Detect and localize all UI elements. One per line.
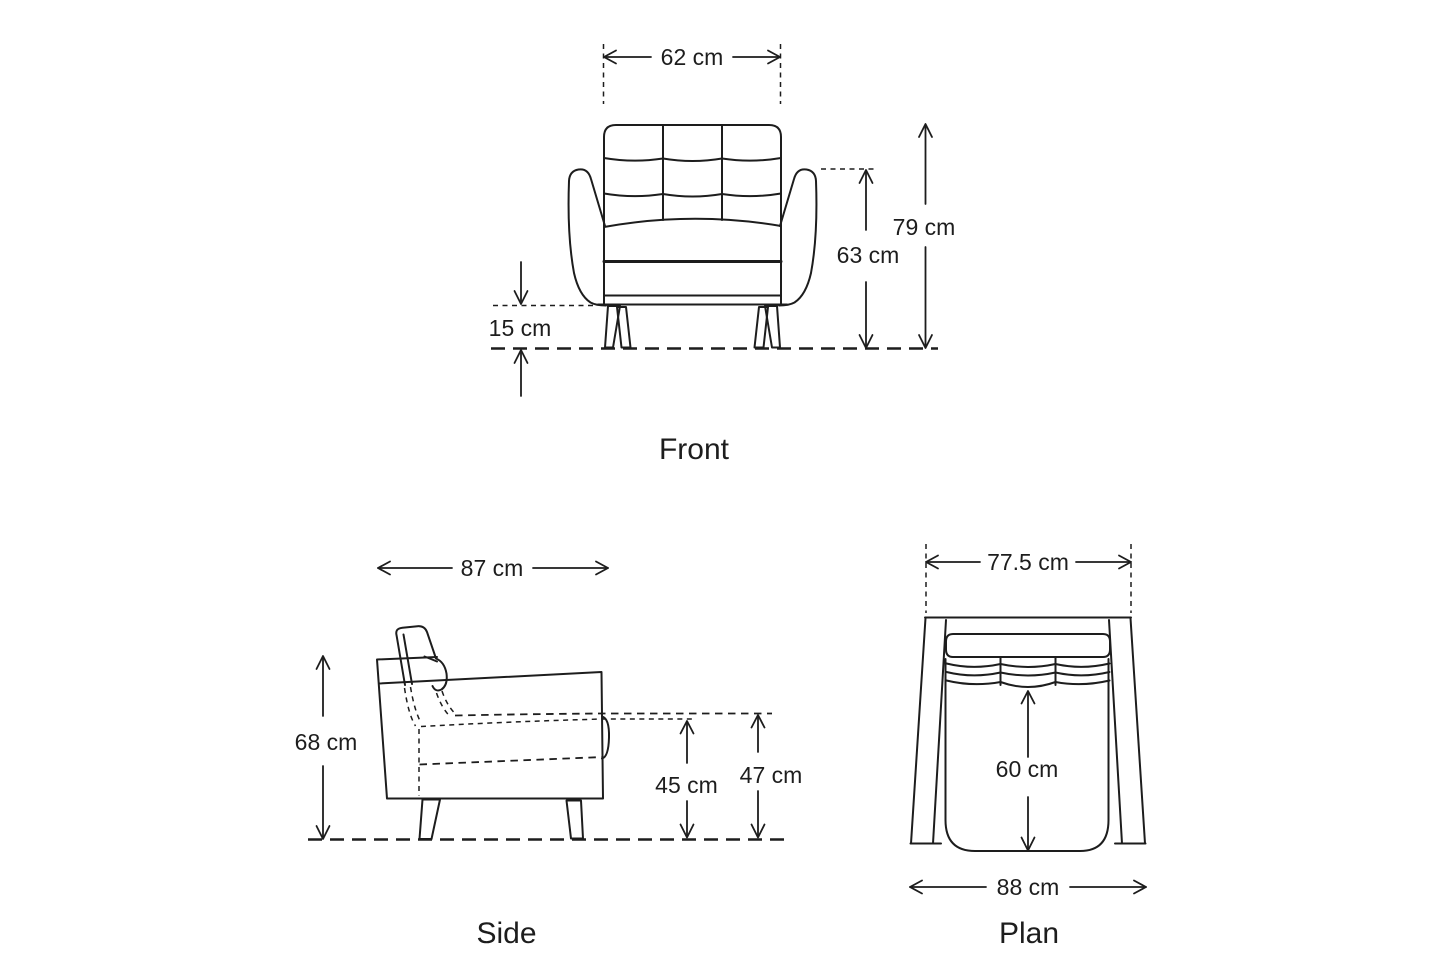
side-chair-drawing [376, 625, 772, 840]
dim-label-front-arm-height: 63 cm [837, 242, 900, 268]
dim-label-plan-front-width: 88 cm [997, 874, 1060, 900]
side-front-leg [418, 798, 441, 840]
arrowhead-down-icon [679, 823, 695, 839]
right-arm-outer-edge [1129, 617, 1146, 845]
dim-label-front-overall-height: 79 cm [893, 214, 956, 240]
front-chair-drawing [567, 124, 818, 349]
plan-chair-drawing [909, 616, 1147, 852]
dim-label-side-seat-front-height: 47 cm [740, 762, 803, 788]
plan-front-width-dimension: 88 cm [909, 874, 1147, 900]
backrest-outline [603, 124, 782, 305]
left-arm-outline [567, 168, 607, 307]
side-seat-front-height-dimension: 47 cm [740, 714, 803, 839]
arrowhead-up-icon [513, 349, 529, 364]
hidden-cushion-edge-3 [435, 692, 451, 717]
tuft-line-horizontal-lower [603, 192, 782, 198]
hidden-seat-top-line [454, 712, 772, 717]
seat-cushion-top-curve [603, 217, 782, 228]
dim-label-side-depth: 87 cm [461, 555, 524, 581]
side-view: 87 cm 68 cm [295, 555, 803, 950]
plan-view-label: Plan [999, 917, 1059, 950]
dim-label-side-seat-height: 45 cm [655, 772, 718, 798]
left-arm-outer-edge [910, 617, 927, 845]
plan-seat-depth-dimension: 60 cm [996, 690, 1059, 852]
left-arm-inner-edge [932, 619, 947, 845]
cushion-wave-line-1 [945, 662, 1111, 668]
hidden-cushion-edge-4 [441, 690, 455, 714]
arrowhead-up-icon [750, 714, 766, 729]
front-width-dimension: 62 cm [602, 44, 782, 104]
hidden-cushion-edge-2 [409, 686, 422, 724]
arrowhead-up-icon [1020, 690, 1036, 705]
hidden-cushion-edge-1 [403, 687, 417, 727]
cushion-wave-line-3 [945, 679, 1111, 688]
arrowhead-left-icon [909, 879, 923, 895]
arrowhead-down-icon [315, 825, 331, 840]
front-arm-height-dimension: 63 cm [837, 169, 900, 349]
front-view: 62 cm 79 cm [489, 44, 956, 466]
dim-label-front-width: 62 cm [661, 44, 724, 70]
arrowhead-down-icon [750, 823, 766, 839]
side-depth-dimension: 87 cm [377, 555, 609, 581]
side-view-label: Side [476, 917, 536, 950]
headrest-cushion-outline [395, 625, 448, 692]
plan-view: 77.5 cm 60 cm [909, 544, 1147, 950]
arrowhead-down-icon [1020, 836, 1036, 852]
arrowhead-left-icon [377, 560, 391, 576]
hidden-seat-cushion-line [420, 718, 694, 728]
hidden-seat-frame-line [419, 756, 604, 766]
cushion-wave-line-2 [945, 671, 1111, 677]
arrowhead-up-icon [679, 720, 695, 735]
arrowhead-up-icon [918, 123, 933, 138]
arrowhead-right-icon [1118, 554, 1132, 570]
plan-back-width-dimension: 77.5 cm [925, 544, 1132, 613]
front-view-label: Front [659, 433, 730, 466]
front-clearance-dimension: 15 cm [489, 261, 552, 397]
front-overall-height-dimension: 79 cm [893, 123, 956, 349]
dim-label-side-back-height: 68 cm [295, 729, 358, 755]
arrowhead-left-icon [925, 554, 939, 570]
headrest-cushion-front-edge [402, 633, 413, 685]
right-arm-inner-edge [1108, 619, 1123, 845]
arrowhead-up-icon [858, 169, 874, 184]
right-arm-outline [778, 168, 818, 307]
dim-label-front-clearance: 15 cm [489, 315, 552, 341]
headrest-lumbar-crease [423, 655, 438, 663]
arrowhead-right-icon [1133, 879, 1147, 895]
tuft-line-horizontal-upper [603, 157, 782, 162]
arrowhead-right-icon [595, 560, 609, 576]
arrowhead-right-icon [767, 49, 781, 65]
side-back-leg [565, 799, 584, 840]
arrowhead-down-icon [858, 334, 874, 349]
arrowhead-down-icon [513, 290, 529, 305]
dim-label-plan-back-width: 77.5 cm [987, 549, 1069, 575]
arrowhead-up-icon [315, 655, 331, 670]
arrowhead-down-icon [918, 334, 933, 349]
side-seat-height-dimension: 45 cm [655, 720, 718, 839]
dim-label-plan-seat-depth: 60 cm [996, 756, 1059, 782]
side-body-outline [376, 656, 604, 800]
side-back-height-dimension: 68 cm [295, 655, 358, 840]
arrowhead-left-icon [603, 49, 617, 65]
backrest-cushion-bar [945, 633, 1111, 658]
seat-front-tab [601, 715, 611, 760]
